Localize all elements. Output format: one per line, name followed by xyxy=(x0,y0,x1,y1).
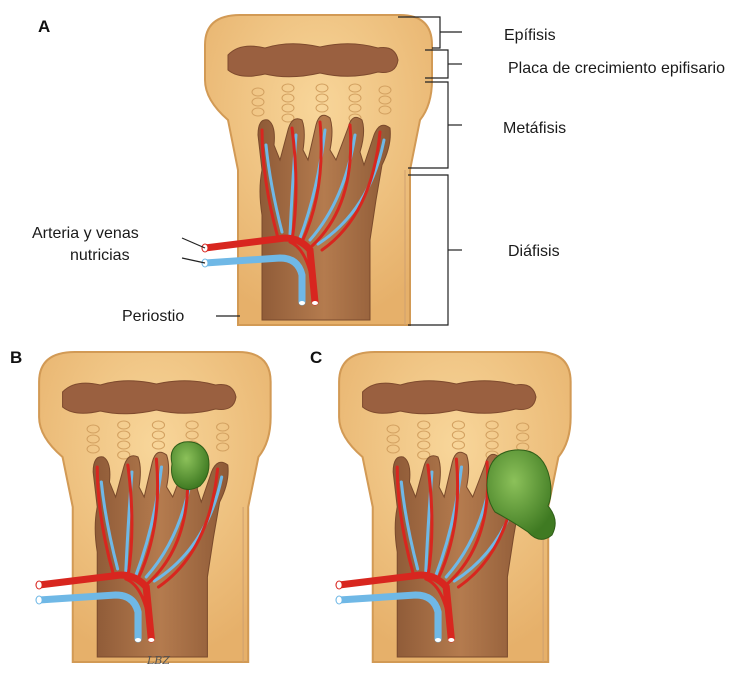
bone-panel-a xyxy=(202,15,432,325)
label-placa: Placa de crecimiento epifisario xyxy=(508,60,725,77)
panel-letter-b: B xyxy=(10,348,22,367)
label-arteria-line1: Arteria y venas xyxy=(32,225,139,242)
panel-letter-c: C xyxy=(310,348,322,367)
label-arteria-line2: nutricias xyxy=(70,247,130,264)
label-periostio: Periostio xyxy=(122,308,184,325)
panel-a: A Epífisis Placa de crecimiento epifisar… xyxy=(32,15,725,325)
label-epifisis: Epífisis xyxy=(504,27,556,44)
bone-panel-b xyxy=(36,352,271,662)
panel-c: C xyxy=(310,348,571,662)
artist-signature: LBZ xyxy=(146,654,170,667)
panel-b: B LBZ xyxy=(10,348,271,667)
label-metafisis: Metáfisis xyxy=(503,120,566,137)
panel-letter-a: A xyxy=(38,17,50,36)
tumor-small xyxy=(171,442,209,490)
label-diafisis: Diáfisis xyxy=(508,243,560,260)
